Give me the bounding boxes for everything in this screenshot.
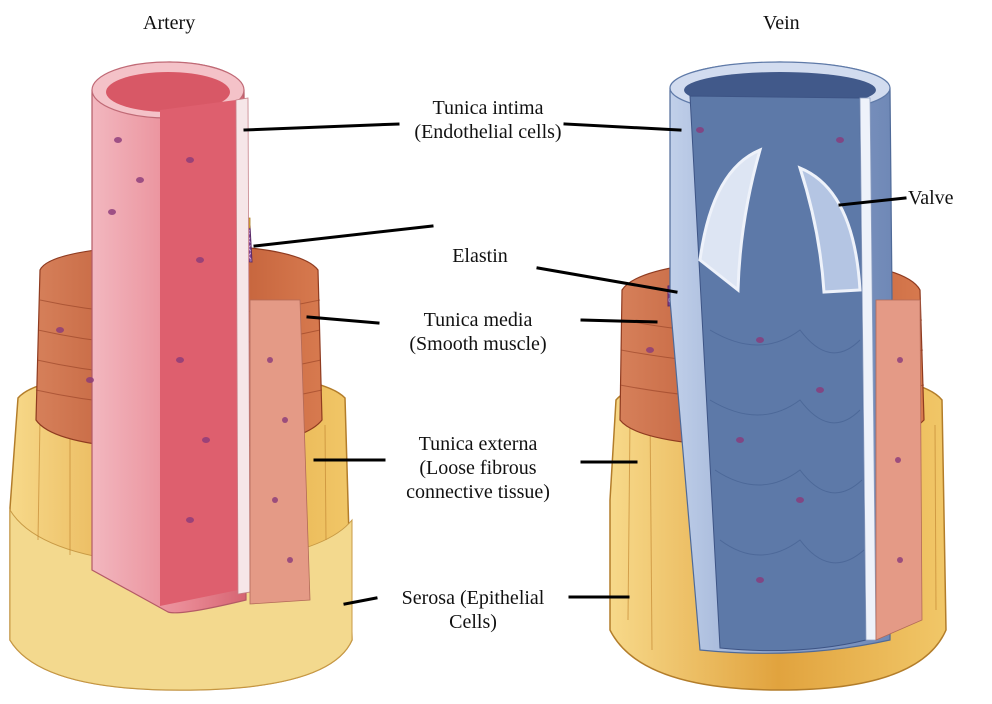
label-tunica-externa-line1: Tunica externa (378, 432, 578, 456)
artery-cut-wall (236, 98, 250, 594)
label-tunica-externa-line3: connective tissue) (378, 480, 578, 504)
label-serosa: Serosa (Epithelial Cells) (378, 586, 568, 634)
label-tunica-intima-line2: (Endothelial cells) (378, 120, 598, 144)
leader-intima-artery (245, 124, 398, 130)
label-serosa-line2: Cells) (378, 610, 568, 634)
label-tunica-externa: Tunica externa (Loose fibrous connective… (378, 432, 578, 504)
vein-title: Vein (763, 12, 800, 35)
label-tunica-intima-line1: Tunica intima (378, 96, 598, 120)
label-tunica-media: Tunica media (Smooth muscle) (378, 308, 578, 356)
label-tunica-intima: Tunica intima (Endothelial cells) (378, 96, 598, 144)
leader-media-vein (582, 320, 656, 322)
label-tunica-media-line1: Tunica media (378, 308, 578, 332)
artery-illustration (10, 62, 352, 690)
vein-lumen (690, 96, 866, 651)
vein-illustration (610, 62, 946, 690)
label-tunica-media-line2: (Smooth muscle) (378, 332, 578, 356)
artery-title: Artery (143, 12, 195, 35)
label-valve: Valve (908, 186, 988, 210)
label-tunica-externa-line2: (Loose fibrous (378, 456, 578, 480)
leader-elastin-artery (255, 226, 432, 246)
label-elastin: Elastin (430, 244, 530, 268)
artery-lumen (160, 100, 238, 606)
label-serosa-line1: Serosa (Epithelial (378, 586, 568, 610)
